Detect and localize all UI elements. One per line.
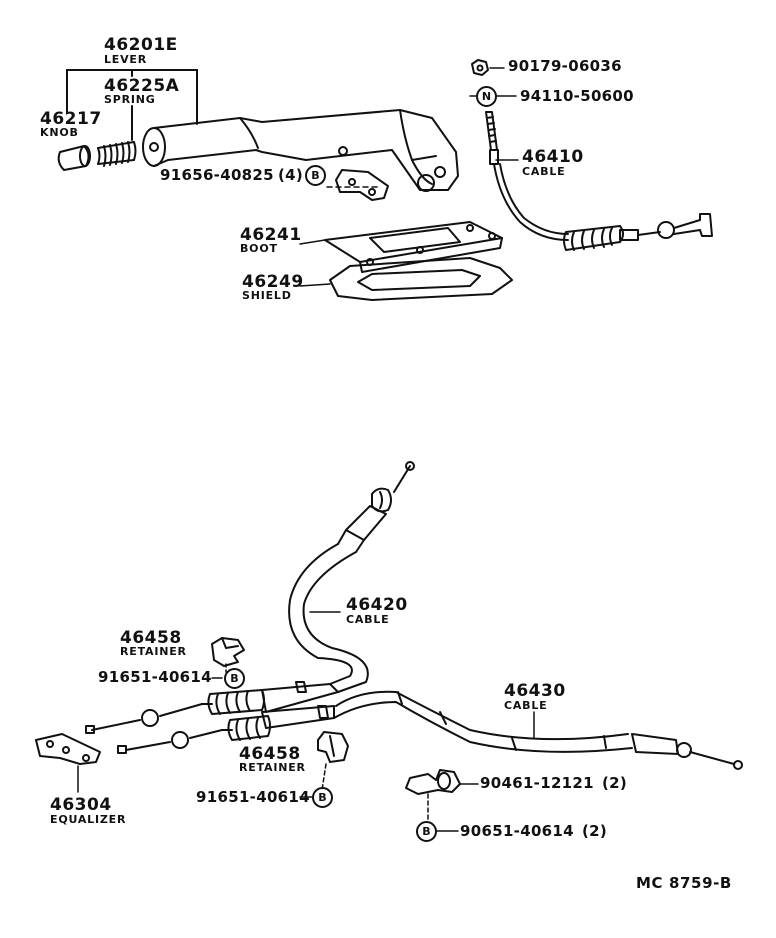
lever-part bbox=[142, 109, 459, 201]
front-cable-number: 46410 bbox=[522, 147, 584, 167]
bracket-qty: (2) bbox=[602, 774, 628, 792]
shield-part bbox=[329, 257, 513, 301]
equalizer-part bbox=[35, 733, 101, 765]
lever-bolt-qty: (4) bbox=[278, 166, 304, 184]
retainer-1-number: 46458 bbox=[120, 628, 182, 648]
bracket-part bbox=[405, 769, 461, 795]
front-cable-name: CABLE bbox=[522, 165, 566, 178]
rear-cable-2-name: CABLE bbox=[504, 699, 548, 712]
equalizer-name: EQUALIZER bbox=[50, 813, 127, 826]
boot-part bbox=[324, 221, 503, 273]
nut-number: 90179-06036 bbox=[508, 57, 622, 75]
bolt-n-symbol: N bbox=[476, 86, 497, 107]
spring-number: 46225A bbox=[104, 76, 180, 96]
rear-cable-1-name: CABLE bbox=[346, 613, 390, 626]
knob-part bbox=[57, 145, 91, 171]
retainer-2-number: 46458 bbox=[239, 744, 301, 764]
diagram-code: MC 8759-B bbox=[636, 874, 732, 892]
bracket-bolt-qty: (2) bbox=[582, 822, 608, 840]
boot-number: 46241 bbox=[240, 225, 302, 245]
shield-number: 46249 bbox=[242, 272, 304, 292]
lever-number: 46201E bbox=[104, 35, 178, 55]
nut-part bbox=[471, 59, 489, 76]
knob-name: KNOB bbox=[40, 126, 79, 139]
knob-number: 46217 bbox=[40, 109, 102, 129]
bracket-bolt-number: 90651-40614 bbox=[460, 822, 574, 840]
spring-part bbox=[97, 141, 137, 167]
retainer-2-bolt-number: 91651-40614 bbox=[196, 788, 310, 806]
retainer-1-bolt-number: 91651-40614 bbox=[98, 668, 212, 686]
bolt-n-number: 94110-50600 bbox=[520, 87, 634, 105]
rear-cable-1-number: 46420 bbox=[346, 595, 408, 615]
bracket-number: 90461-12121 bbox=[480, 774, 594, 792]
retainer-2-name: RETAINER bbox=[239, 761, 306, 774]
bracket-bolt-symbol: B bbox=[416, 821, 437, 842]
equalizer-number: 46304 bbox=[50, 795, 112, 815]
shield-name: SHIELD bbox=[242, 289, 292, 302]
rear-cable-2-number: 46430 bbox=[504, 681, 566, 701]
lever-name: LEVER bbox=[104, 53, 148, 66]
boot-name: BOOT bbox=[240, 242, 278, 255]
retainer-2-bolt-symbol: B bbox=[312, 787, 333, 808]
front-cable-part bbox=[485, 111, 713, 251]
retainer-1-name: RETAINER bbox=[120, 645, 187, 658]
retainer-1-part bbox=[211, 637, 245, 667]
spring-name: SPRING bbox=[104, 93, 156, 106]
lever-bolt-number: 91656-40825 bbox=[160, 166, 274, 184]
retainer-1-bolt-symbol: B bbox=[224, 668, 245, 689]
retainer-2-part bbox=[317, 731, 349, 763]
lever-label-bracket bbox=[66, 69, 198, 141]
rear-cable-1-part bbox=[85, 461, 415, 734]
bolt-b-symbol: B bbox=[305, 165, 326, 186]
rear-cable-2-part bbox=[117, 690, 743, 770]
